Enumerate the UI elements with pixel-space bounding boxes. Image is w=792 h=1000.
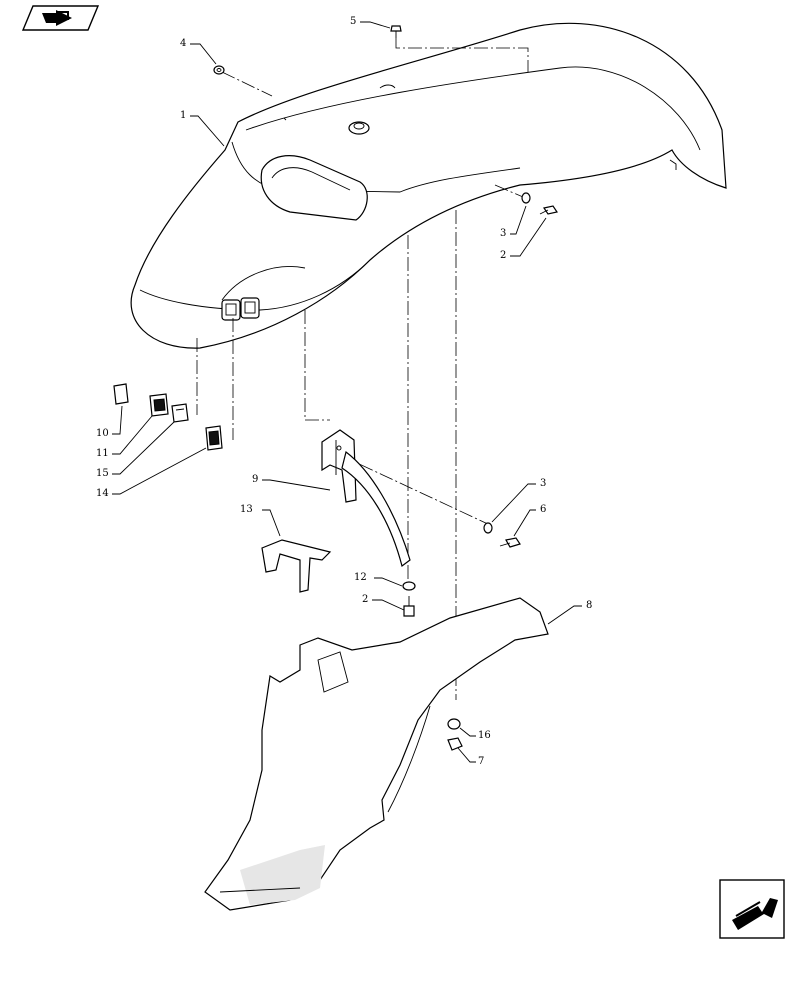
callout-9: 9	[252, 474, 331, 491]
bolt-2-lower	[403, 596, 415, 617]
callout-6: 6	[513, 504, 546, 537]
washer-3-lower	[483, 522, 493, 534]
svg-text:15: 15	[96, 468, 109, 479]
nut-4	[213, 65, 225, 75]
svg-text:16: 16	[478, 730, 491, 741]
nut-7	[447, 737, 463, 751]
liner-part-8	[204, 597, 549, 911]
svg-text:12: 12	[354, 572, 367, 583]
bracket-9	[321, 429, 411, 568]
callout-7: 7	[457, 747, 484, 767]
bolt-6	[499, 537, 521, 548]
callout-10: 10	[96, 405, 123, 439]
svg-text:13: 13	[240, 504, 253, 515]
callout-12: 12	[354, 572, 403, 587]
callout-13: 13	[240, 504, 281, 537]
switch-11	[149, 393, 169, 417]
callout-3-lower: 3	[491, 478, 546, 523]
svg-text:5: 5	[350, 16, 356, 27]
svg-text:8: 8	[586, 600, 592, 611]
callout-3-upper: 3	[500, 205, 527, 239]
washer-3-upper	[521, 192, 531, 204]
callout-14: 14	[96, 447, 207, 499]
callout-2-upper: 2	[500, 217, 547, 261]
callout-1: 1	[180, 110, 225, 147]
bracket-13	[261, 539, 332, 593]
callout-15: 15	[96, 421, 175, 479]
svg-text:10: 10	[96, 428, 109, 439]
callout-11: 11	[96, 415, 153, 459]
svg-text:11: 11	[96, 448, 109, 459]
washer-16	[447, 718, 461, 730]
bolt-2-upper	[539, 205, 558, 215]
callout-5: 5	[350, 16, 391, 29]
svg-text:3: 3	[540, 478, 546, 489]
fender-part	[130, 22, 727, 349]
svg-text:1: 1	[180, 110, 186, 121]
svg-text:6: 6	[540, 504, 546, 515]
svg-text:14: 14	[96, 488, 109, 499]
svg-text:7: 7	[478, 756, 484, 767]
svg-text:9: 9	[252, 474, 258, 485]
previous-page-arrow-icon[interactable]	[21, 5, 100, 31]
svg-text:2: 2	[500, 250, 506, 261]
callout-2-lower: 2	[362, 594, 405, 611]
callout-8: 8	[547, 600, 592, 625]
svg-text:3: 3	[500, 228, 506, 239]
svg-text:4: 4	[180, 38, 186, 49]
insert-10	[113, 383, 129, 405]
clip-15	[171, 403, 189, 423]
callout-16: 16	[459, 727, 491, 741]
washer-12	[402, 581, 416, 591]
switch-14	[205, 425, 223, 451]
svg-text:2: 2	[362, 594, 368, 605]
callout-4: 4	[180, 38, 217, 65]
screw-5	[390, 25, 402, 38]
next-page-arrow-icon[interactable]	[719, 879, 785, 939]
